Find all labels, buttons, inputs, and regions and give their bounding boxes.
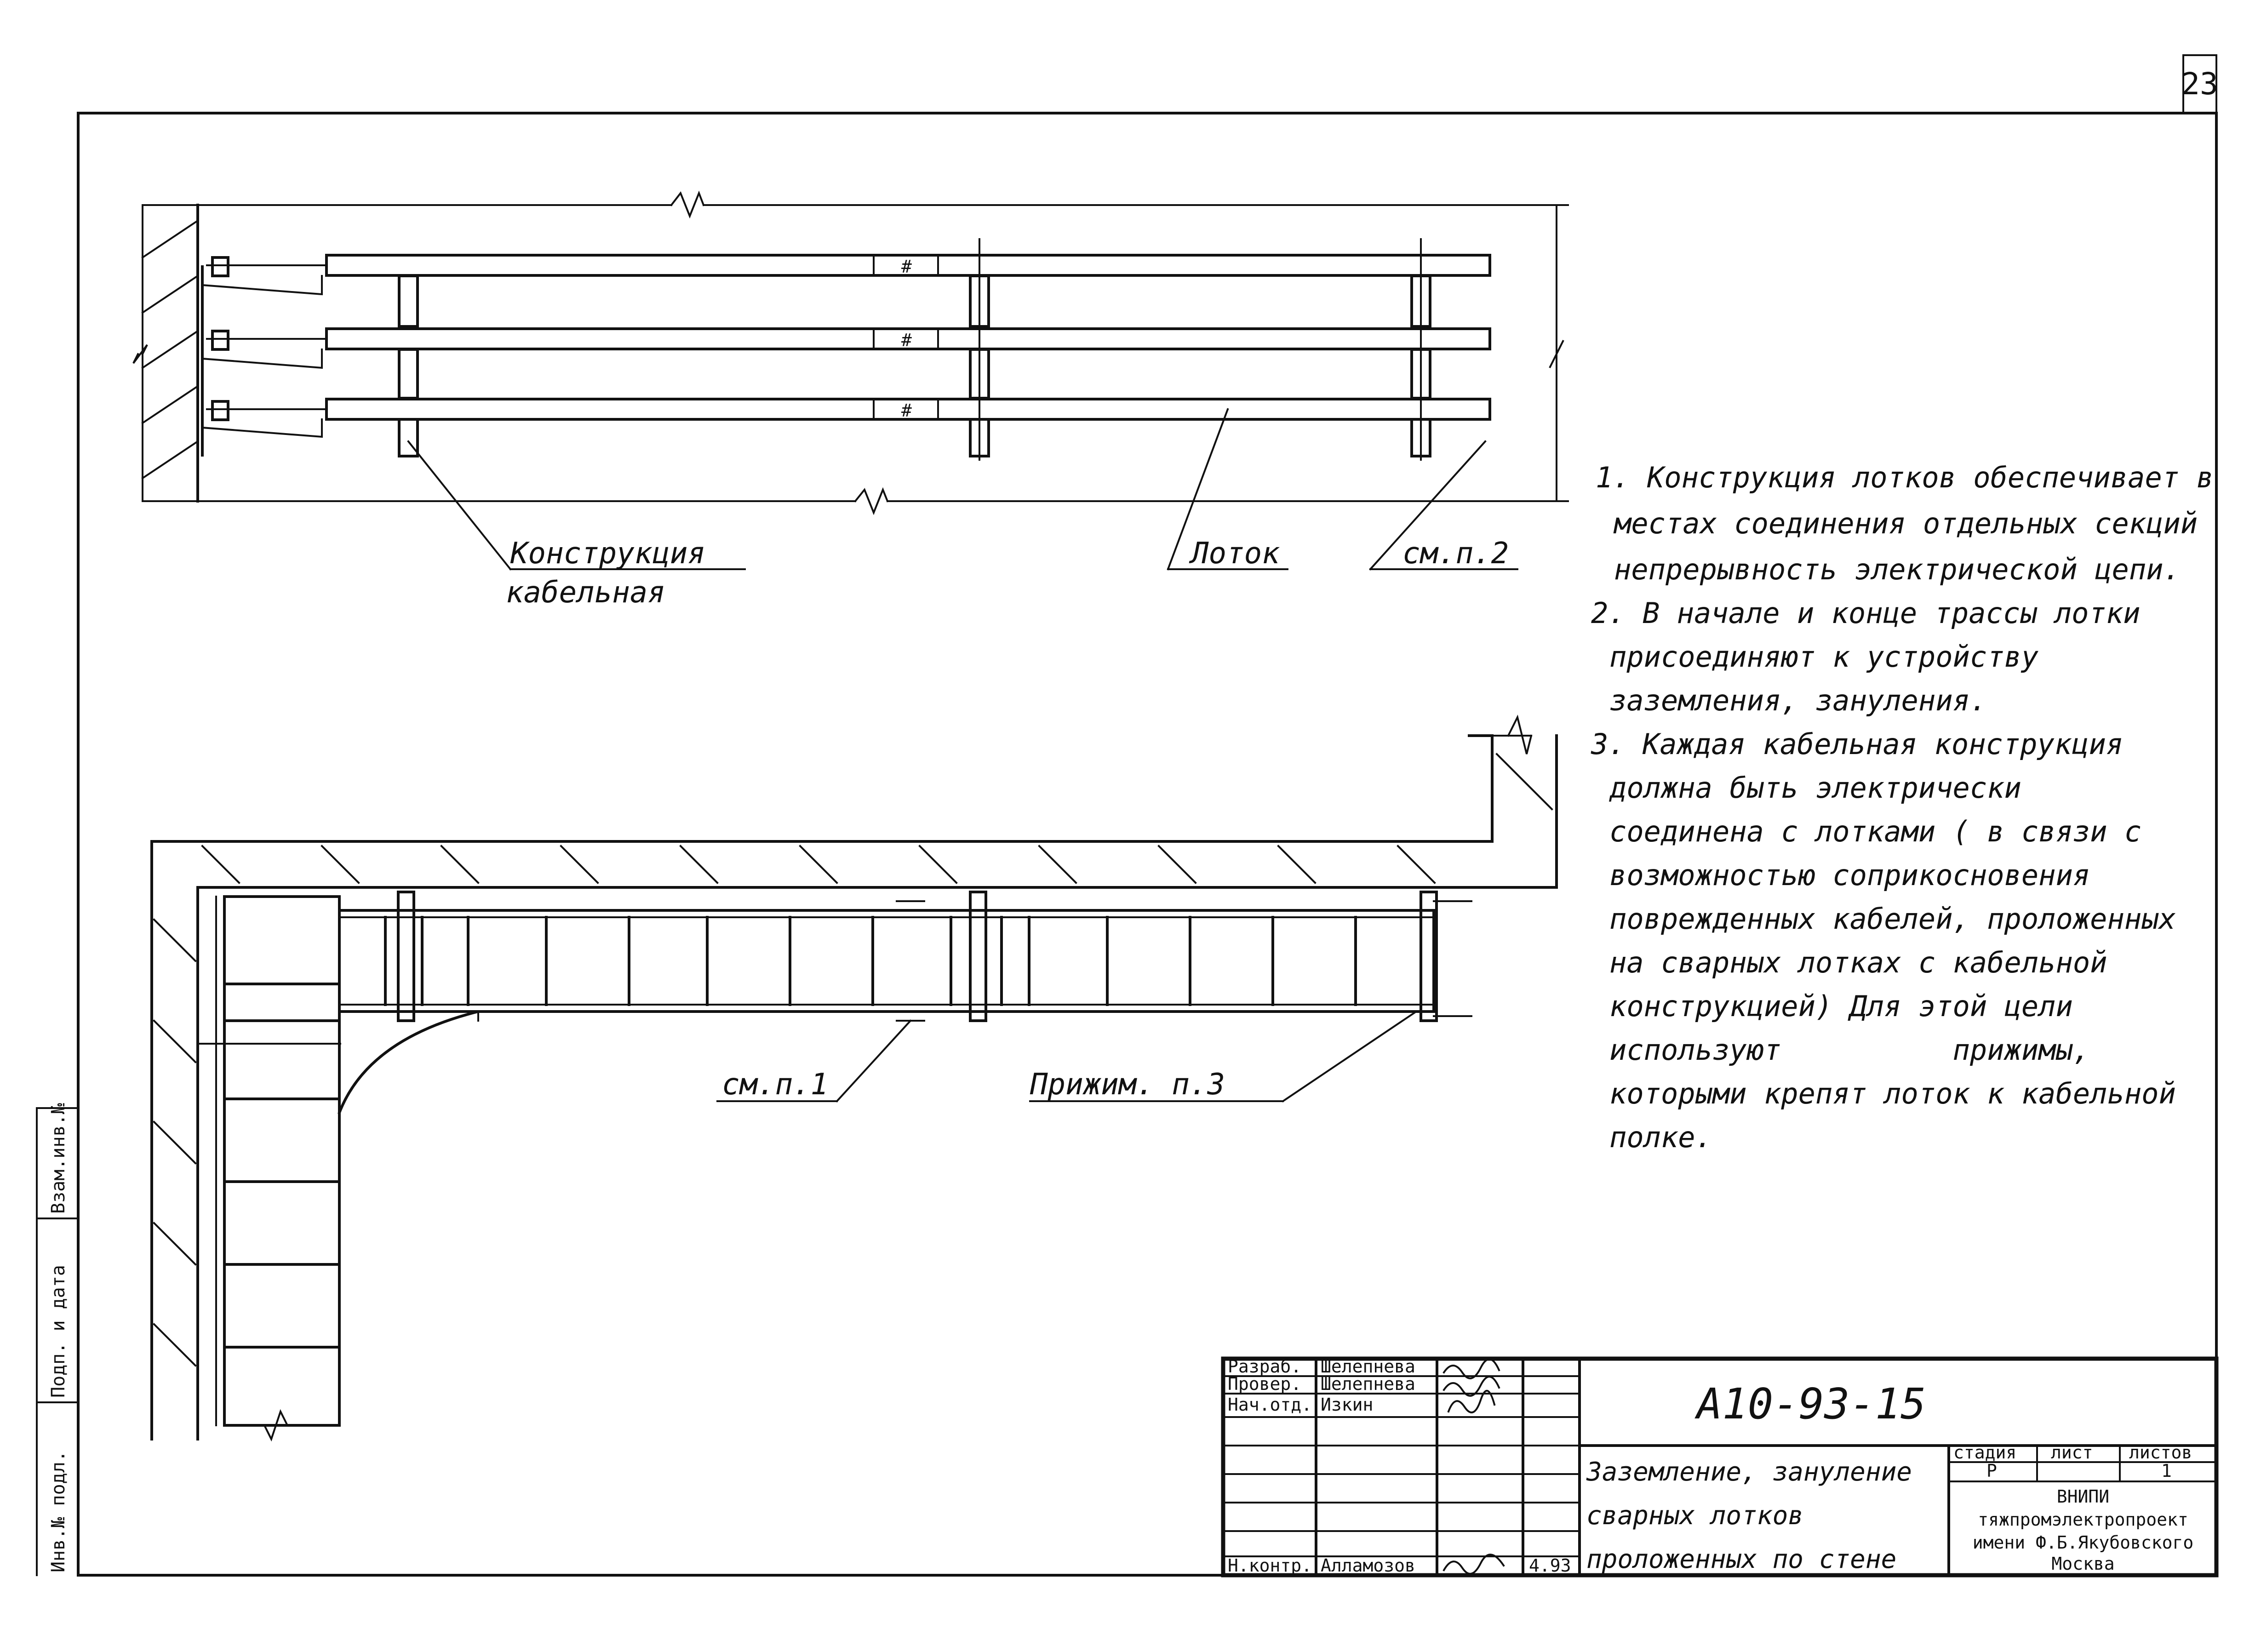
side-stamp-sign: Подп. и дата — [48, 1265, 69, 1398]
org-line1: ВНИПИ — [2057, 1486, 2109, 1507]
drawing-title-line3: проложенных по стене — [1586, 1544, 1896, 1574]
tb-role-normcontrol: Н.контр. — [1228, 1555, 1312, 1576]
wall-hatch-plan — [141, 219, 199, 480]
note-line: 1. Конструкция лотков обеспечивает в — [1596, 461, 2214, 494]
plan-view: # # # — [132, 190, 1569, 571]
tb-stage-value: Р — [1986, 1461, 1997, 1481]
tb-name-head: Изкин — [1321, 1395, 1373, 1415]
note-line: используют прижимы, — [1609, 1033, 2090, 1067]
label-see-note1: см.п.1 — [722, 1068, 828, 1102]
wall-hatch-section — [153, 918, 197, 1367]
tb-sheets-header: листов — [2129, 1442, 2192, 1463]
tb-name-developer: Шелепнева — [1321, 1356, 1415, 1377]
org-line3: имени Ф.Б.Якубовского — [1973, 1532, 2193, 1553]
weld-mark: # — [901, 330, 912, 350]
document-code: А10-93-15 — [1694, 1379, 1926, 1429]
note-line: которыми крепят лоток к кабельной — [1609, 1077, 2176, 1110]
side-stamp: Инв.№ подл. Подп. и дата Взам.инв.№ — [36, 1103, 79, 1576]
note-line: 2. В начале и конце трассы лотки — [1591, 596, 2140, 630]
label-construction-1: Конструкция — [510, 537, 705, 571]
tb-role-head: Нач.отд. — [1228, 1395, 1312, 1415]
note-line: соединена с лотками ( в связи с — [1609, 815, 2141, 848]
label-clamp-note3: Прижим. п.3 — [1030, 1068, 1225, 1102]
tb-role-checker: Провер. — [1228, 1374, 1301, 1394]
note-line: возможностью соприкосновения — [1609, 858, 2090, 892]
tb-sheet-header: лист — [2051, 1442, 2093, 1463]
tb-name-normcontrol: Алламозов — [1321, 1555, 1415, 1576]
title-block — [1221, 1356, 2219, 1578]
wall-brackets-plan — [201, 265, 323, 457]
sheet-number: 23 — [2181, 66, 2218, 102]
note-line: полке. — [1609, 1120, 1712, 1154]
weld-mark: # — [901, 257, 912, 277]
label-see-note2: см.п.2 — [1402, 537, 1509, 571]
note-line: местах соединения отдельных секций — [1613, 507, 2198, 540]
note-line: конструкцией) Для этой цели — [1609, 989, 2073, 1023]
tray-level-3: # — [206, 398, 1491, 421]
leaders-section — [716, 1010, 1418, 1103]
hanger-posts — [397, 891, 1438, 1022]
note-line: заземления, зануления. — [1609, 684, 1987, 717]
label-tray: Лоток — [1189, 537, 1280, 571]
section-view — [150, 715, 1558, 1442]
clamp-marks — [896, 900, 925, 1022]
org-line4: Москва — [2051, 1554, 2114, 1574]
leaders-plan — [407, 408, 1518, 571]
tray-level-2: # — [206, 327, 1491, 351]
org-line2: тяжпромэлектропроект — [1978, 1509, 2188, 1530]
ceiling-hatch — [201, 753, 1553, 884]
note-line: присоединяют к устройству — [1609, 640, 2039, 674]
break-line-icon — [132, 190, 1564, 515]
note-line: на сварных лотках с кабельной — [1609, 946, 2107, 979]
tb-stage-header: стадия — [1953, 1442, 2016, 1463]
note-line: поврежденных кабелей, проложенных — [1609, 902, 2176, 936]
drawing-title-line1: Заземление, зануление — [1586, 1457, 1912, 1487]
side-stamp-replace: Взам.инв.№ — [48, 1103, 69, 1214]
welded-tray-section — [338, 900, 1472, 1017]
tray-level-1: # — [206, 254, 1491, 277]
tb-role-developer: Разраб. — [1228, 1356, 1301, 1377]
tb-sheets-value: 1 — [2161, 1461, 2172, 1481]
note-line: должна быть электрически — [1609, 771, 2021, 805]
drawing-title-line2: сварных лотков — [1586, 1501, 1803, 1531]
cable-structure-posts — [398, 238, 1431, 461]
cable-structure-vertical — [197, 895, 341, 1442]
notes-block: 1. Конструкция лотков обеспечивает в мес… — [1591, 461, 2214, 1154]
note-line: 3. Каждая кабельная конструкция — [1591, 727, 2123, 761]
tb-date-normcontrol: 4.93 — [1529, 1555, 1571, 1576]
break-line-icon — [1507, 715, 1533, 755]
side-stamp-inv: Инв.№ подл. — [48, 1451, 69, 1572]
tb-name-checker: Шелепнева — [1321, 1374, 1415, 1394]
weld-mark: # — [901, 400, 912, 421]
label-construction-2: кабельная — [506, 576, 665, 610]
signature-icon — [1442, 1358, 1505, 1575]
note-line: непрерывность электрической цепи. — [1614, 553, 2181, 586]
drawing-frame — [77, 54, 2218, 1577]
support-bracket — [338, 1010, 479, 1115]
